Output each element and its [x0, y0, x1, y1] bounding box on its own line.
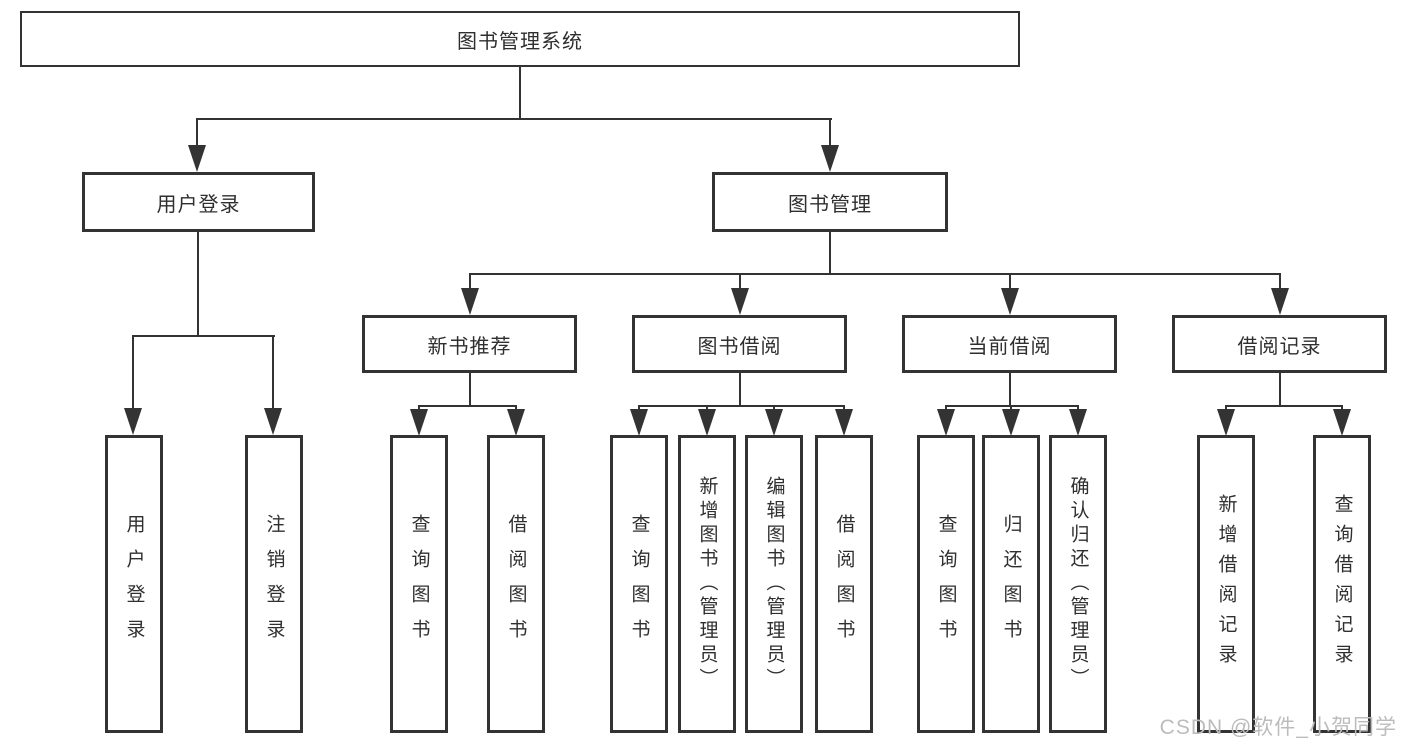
node-label: 借阅记录	[1237, 335, 1322, 358]
connector-line	[1279, 273, 1281, 290]
node-label: 确认归还（管理员）	[1067, 476, 1089, 692]
node-label: 编辑图书（管理员）	[763, 476, 785, 692]
connector-line	[638, 405, 845, 407]
node-label: 新增图书（管理员）	[696, 476, 718, 692]
leaf-query-books-3: 查询图书	[917, 435, 975, 733]
node-label: 图书管理系统	[457, 30, 583, 53]
connector-line	[739, 273, 741, 290]
node-book-management: 图书管理	[712, 172, 948, 232]
node-new-book-recommend: 新书推荐	[362, 315, 577, 373]
arrow-down-icon	[765, 409, 783, 436]
leaf-borrow-books-2: 借阅图书	[815, 435, 873, 733]
connector-line	[519, 67, 521, 118]
node-current-borrow: 当前借阅	[902, 315, 1117, 373]
arrow-down-icon	[124, 408, 142, 435]
connector-line	[1225, 405, 1343, 407]
arrow-down-icon	[1271, 288, 1289, 315]
node-label: 归还图书	[1000, 514, 1022, 654]
node-label: 借阅图书	[833, 514, 855, 654]
arrow-down-icon	[835, 409, 853, 436]
arrow-down-icon	[1333, 409, 1351, 436]
connector-line	[132, 335, 134, 410]
node-label: 查询图书	[935, 514, 957, 654]
leaf-logout: 注销登录	[245, 435, 303, 733]
arrow-down-icon	[507, 409, 525, 436]
leaf-return-books: 归还图书	[982, 435, 1040, 733]
leaf-query-borrow-record: 查询借阅记录	[1313, 435, 1371, 733]
arrow-down-icon	[1002, 409, 1020, 436]
node-borrow-records: 借阅记录	[1172, 315, 1387, 373]
arrow-down-icon	[698, 409, 716, 436]
node-label: 查询借阅记录	[1331, 494, 1353, 674]
arrow-down-icon	[188, 145, 206, 172]
arrow-down-icon	[461, 288, 479, 315]
connector-line	[469, 373, 471, 405]
node-label: 新增借阅记录	[1215, 494, 1237, 674]
leaf-user-login: 用户登录	[105, 435, 163, 733]
arrow-down-icon	[264, 408, 282, 435]
connector-line	[945, 405, 1079, 407]
arrow-down-icon	[1069, 409, 1087, 436]
connector-line	[829, 118, 831, 148]
leaf-query-books-1: 查询图书	[390, 435, 448, 733]
connector-line	[469, 273, 471, 290]
leaf-add-books-admin: 新增图书（管理员）	[678, 435, 736, 733]
arrow-down-icon	[821, 145, 839, 172]
connector-line	[196, 118, 198, 148]
arrow-down-icon	[937, 409, 955, 436]
node-label: 图书管理	[788, 193, 872, 216]
arrow-down-icon	[1217, 409, 1235, 436]
connector-line	[1009, 273, 1011, 290]
node-label: 查询图书	[408, 514, 430, 654]
arrow-down-icon	[630, 409, 648, 436]
node-book-borrow: 图书借阅	[632, 315, 847, 373]
connector-line	[197, 232, 199, 335]
node-label: 注销登录	[263, 514, 285, 654]
leaf-add-borrow-record: 新增借阅记录	[1197, 435, 1255, 733]
node-label: 当前借阅	[967, 335, 1052, 358]
node-book-management-system: 图书管理系统	[20, 11, 1020, 67]
leaf-confirm-return-admin: 确认归还（管理员）	[1049, 435, 1107, 733]
connector-line	[469, 273, 1281, 275]
connector-line	[418, 405, 517, 407]
node-user-login: 用户登录	[82, 172, 315, 232]
connector-line	[739, 373, 741, 405]
connector-line	[829, 232, 831, 273]
leaf-query-books-2: 查询图书	[610, 435, 668, 733]
connector-line	[272, 335, 274, 410]
connector-line	[1279, 373, 1281, 405]
node-label: 新书推荐	[427, 335, 512, 358]
arrow-down-icon	[410, 409, 428, 436]
node-label: 用户登录	[123, 514, 145, 654]
connector-line	[1009, 373, 1011, 405]
connector-line	[132, 335, 275, 337]
leaf-edit-books-admin: 编辑图书（管理员）	[745, 435, 803, 733]
node-label: 查询图书	[628, 514, 650, 654]
leaf-borrow-books-1: 借阅图书	[487, 435, 545, 733]
connector-line	[196, 118, 832, 120]
arrow-down-icon	[1001, 288, 1019, 315]
node-label: 借阅图书	[505, 514, 527, 654]
node-label: 用户登录	[156, 193, 241, 216]
arrow-down-icon	[731, 288, 749, 315]
node-label: 图书借阅	[697, 335, 782, 358]
